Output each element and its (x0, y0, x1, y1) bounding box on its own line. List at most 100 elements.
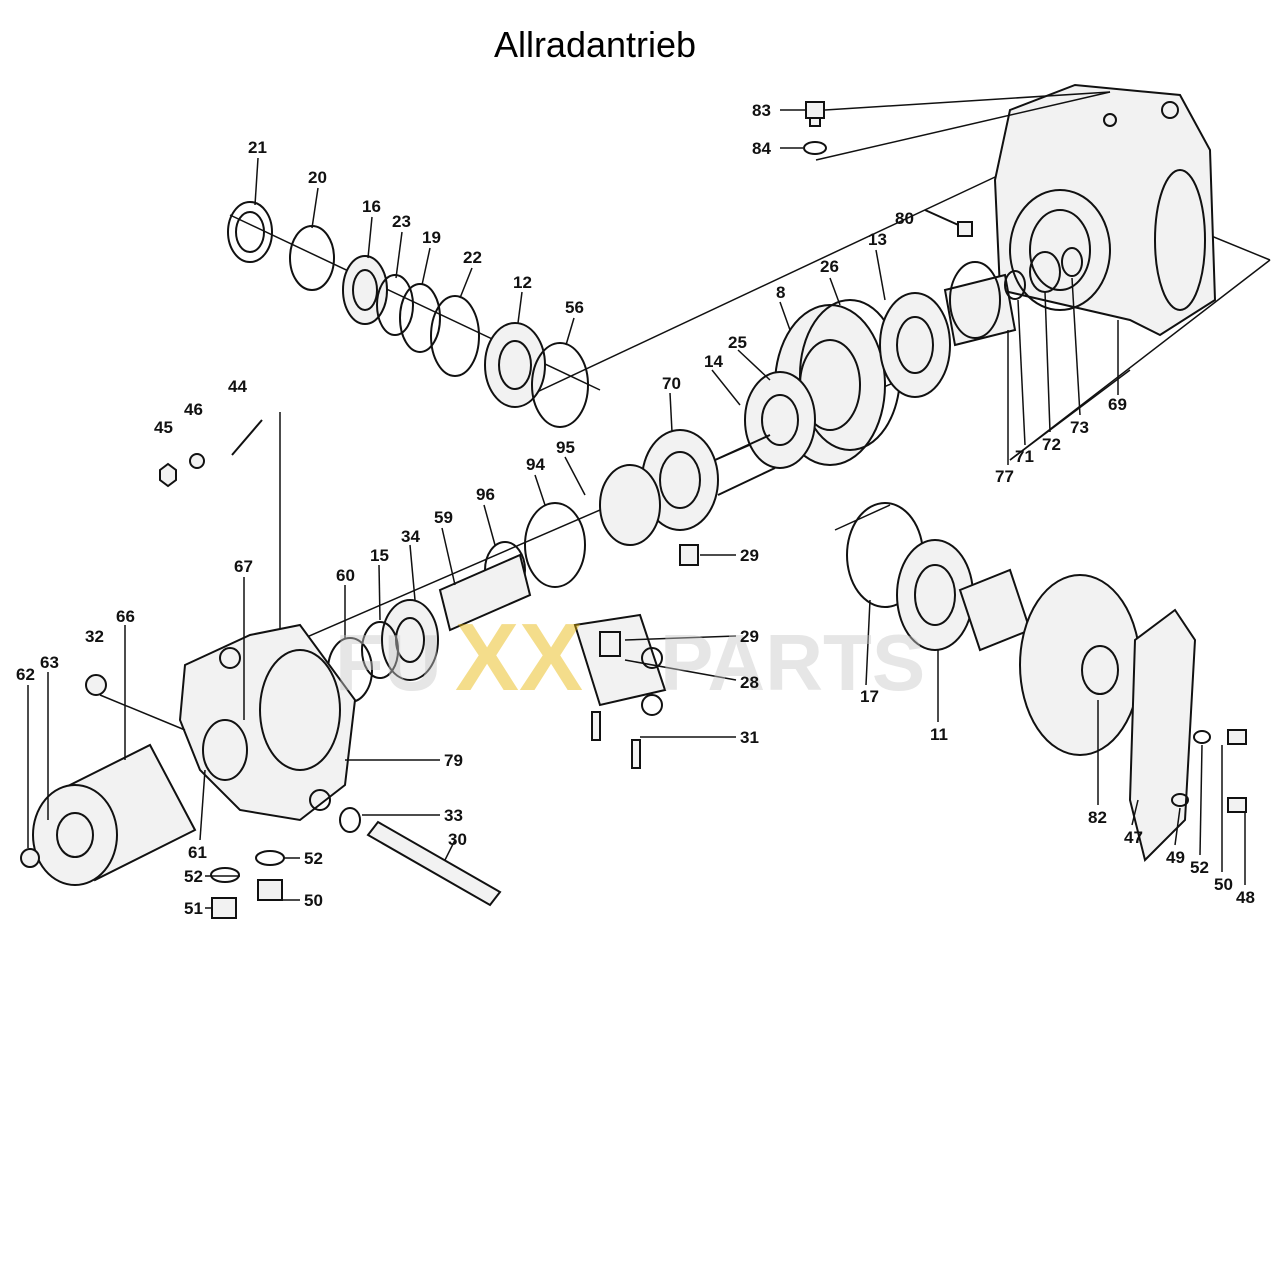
diagram-title: Allradantrieb (493, 24, 697, 65)
label-61: 61 (188, 843, 207, 862)
label-11: 11 (930, 725, 948, 744)
part-13-bearing (879, 292, 951, 398)
label-30: 30 (448, 830, 467, 849)
part-56-snap-ring (531, 342, 589, 428)
label-33: 33 (444, 806, 463, 825)
hub-group (641, 247, 1083, 531)
label-44: 44 (228, 377, 247, 396)
label-52-mid: 52 (304, 849, 323, 868)
label-59: 59 (434, 508, 453, 527)
label-48: 48 (1236, 888, 1255, 907)
label-23: 23 (392, 212, 411, 231)
leader-lines (27, 157, 1246, 885)
shaft-30 (366, 820, 502, 907)
label-29-lower: 29 (740, 627, 759, 646)
part-20-lock-washer (289, 225, 335, 291)
part-31-pin (591, 711, 601, 741)
part-21-nut (227, 201, 273, 263)
middle-shaft-group (327, 464, 661, 703)
label-50-left: 50 (304, 891, 323, 910)
watermark: FU XX PARTS (335, 604, 925, 711)
label-71: 71 (1015, 447, 1034, 466)
label-69: 69 (1108, 395, 1127, 414)
upper-bearing-group (227, 201, 589, 428)
label-66: 66 (116, 607, 135, 626)
label-56: 56 (565, 298, 584, 317)
part-22-circlip (430, 295, 480, 377)
stud-group (159, 412, 281, 630)
label-79: 79 (444, 751, 463, 770)
label-51: 51 (184, 899, 203, 918)
label-95: 95 (556, 438, 575, 457)
motor-66 (20, 674, 197, 886)
part-19-ring (399, 283, 441, 353)
part-94-gear (524, 502, 586, 588)
label-67: 67 (234, 557, 253, 576)
label-25: 25 (728, 333, 747, 352)
part-62-bolt (20, 848, 40, 868)
part-29-key (679, 544, 699, 566)
watermark-right: PARTS (660, 618, 925, 707)
label-63: 63 (40, 653, 59, 672)
label-22: 22 (463, 248, 482, 267)
label-47: 47 (1124, 828, 1143, 847)
label-13: 13 (868, 230, 887, 249)
part-16-bearing (342, 255, 388, 325)
label-84: 84 (752, 139, 771, 158)
watermark-left: FU (335, 618, 442, 707)
label-72: 72 (1042, 435, 1061, 454)
gearbox-housing-79 (178, 623, 440, 822)
part-82-crown-gear (1019, 574, 1141, 756)
label-12: 12 (513, 273, 532, 292)
lever-28 (573, 544, 737, 769)
part-47-cover (1128, 608, 1197, 862)
watermark-mid: XX (455, 604, 583, 711)
label-29-upper: 29 (740, 546, 759, 565)
label-96: 96 (476, 485, 495, 504)
part-23-ring (376, 274, 414, 336)
label-26: 26 (820, 257, 839, 276)
part-33-washer (339, 807, 361, 833)
label-77: 77 (995, 467, 1014, 486)
label-52-left: 52 (184, 867, 203, 886)
part-15-ring (361, 621, 399, 679)
label-80: 80 (895, 209, 914, 228)
label-70: 70 (662, 374, 681, 393)
bolt-80 (924, 209, 973, 237)
label-8: 8 (776, 283, 785, 302)
label-83: 83 (752, 101, 771, 120)
label-50-right: 50 (1214, 875, 1233, 894)
label-32: 32 (85, 627, 104, 646)
label-14: 14 (704, 352, 723, 371)
housing-69 (993, 83, 1217, 337)
label-60: 60 (336, 566, 355, 585)
label-52-right: 52 (1190, 858, 1209, 877)
drain-plugs (205, 807, 440, 919)
part-73-pin (1061, 247, 1083, 277)
label-45: 45 (154, 418, 173, 437)
label-20: 20 (308, 168, 327, 187)
label-46: 46 (184, 400, 203, 419)
label-82: 82 (1088, 808, 1107, 827)
label-49: 49 (1166, 848, 1185, 867)
part-71-washer (1004, 270, 1026, 300)
plug-83-84 (780, 91, 1111, 161)
label-16: 16 (362, 197, 381, 216)
label-62: 62 (16, 665, 35, 684)
label-17: 17 (860, 687, 879, 706)
label-19: 19 (422, 228, 441, 247)
part-77-gear (943, 273, 1017, 347)
label-28: 28 (740, 673, 759, 692)
label-94: 94 (526, 455, 545, 474)
part-32-plug (85, 674, 107, 696)
label-21: 21 (248, 138, 267, 157)
label-31: 31 (740, 728, 759, 747)
differential-group (846, 502, 1247, 862)
label-34: 34 (401, 527, 420, 546)
part-labels: 21 20 16 23 19 22 12 56 83 84 80 8 26 13… (16, 101, 1255, 918)
part-25-bearing (744, 371, 816, 469)
part-95-gear (599, 464, 661, 546)
label-73: 73 (1070, 418, 1089, 437)
part-12-bearing (484, 322, 546, 408)
